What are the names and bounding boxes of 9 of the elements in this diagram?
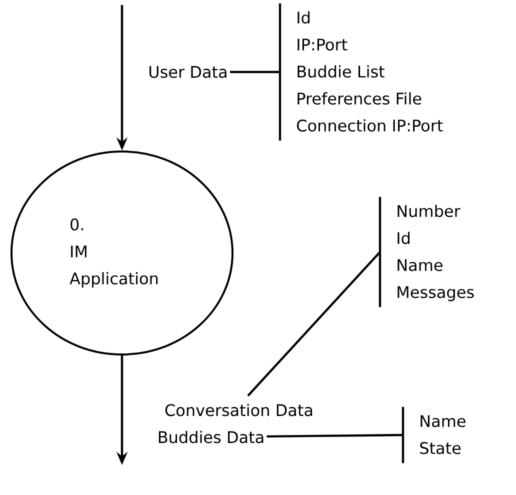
data-store: Name State <box>402 406 466 464</box>
data-store: Number Id Name Messages <box>378 196 474 308</box>
connector-line <box>230 70 280 74</box>
data-store: Id IP:Port Buddie List Preferences File Connection IP:Port <box>278 3 443 141</box>
connector-line <box>247 251 381 396</box>
connector-line <box>266 434 404 438</box>
flow-label: Conversation Data <box>165 404 312 416</box>
flow-label: Buddies Data <box>158 430 264 444</box>
flow-label: User Data <box>150 66 226 78</box>
